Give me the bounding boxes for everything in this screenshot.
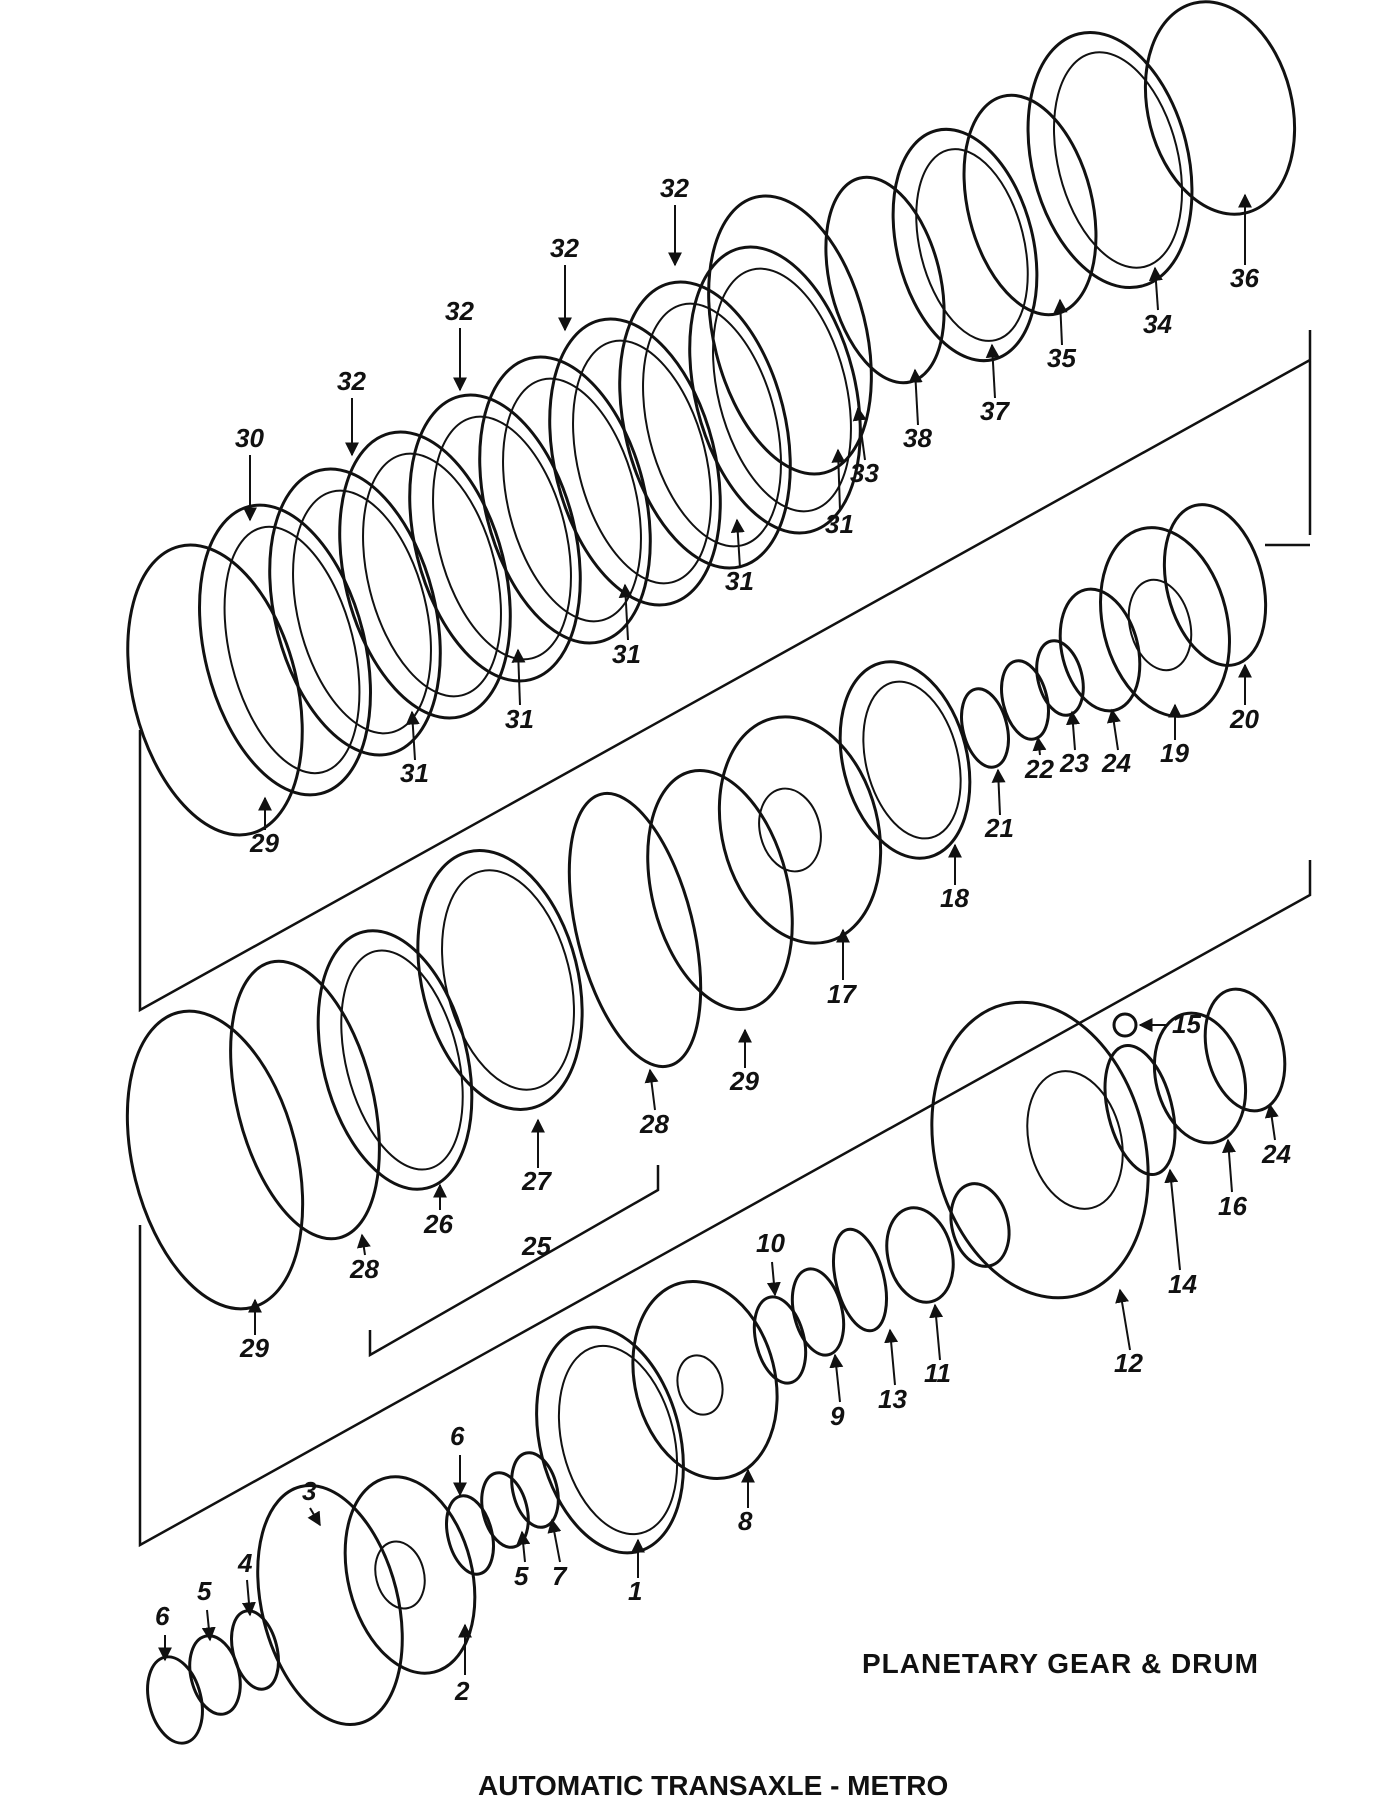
sun-gear-11	[885, 1182, 1011, 1304]
snap-ring-38	[824, 175, 946, 385]
bearing-5-upper	[480, 1471, 530, 1549]
drum-27	[416, 849, 584, 1111]
callout-16: 16	[1218, 1191, 1247, 1221]
snap-ring-29-lower	[125, 1009, 305, 1311]
group-bracket-upper	[138, 330, 1312, 1013]
callout-8: 8	[738, 1506, 753, 1536]
callout-2: 2	[454, 1676, 470, 1706]
callout-6-upper: 6	[450, 1421, 465, 1451]
callout-1: 1	[628, 1576, 642, 1606]
group-bracket-middle	[138, 860, 1312, 1548]
washer-16	[1152, 1011, 1248, 1145]
snap-ring-28-upper	[567, 791, 703, 1069]
callout-27: 27	[521, 1166, 552, 1196]
snap-ring-20	[1162, 503, 1268, 667]
snap-ring-28-lower	[229, 959, 381, 1241]
callout-32-a: 32	[337, 366, 366, 396]
callout-29-lower: 29	[239, 1333, 269, 1363]
bearing-9	[790, 1267, 846, 1357]
callout-24-upper: 24	[1101, 748, 1131, 778]
callout-26: 26	[423, 1209, 453, 1239]
callout-28-lower: 28	[349, 1254, 379, 1284]
washer-6-lower	[146, 1655, 204, 1745]
callout-7: 7	[552, 1561, 568, 1591]
snap-ring-29-middle	[646, 768, 794, 1012]
snap-ring-14	[1103, 1043, 1177, 1177]
one-way-clutch-26	[316, 929, 474, 1191]
callout-9: 9	[830, 1401, 845, 1431]
callout-5-lower: 5	[197, 1576, 212, 1606]
callout-32-c: 32	[550, 233, 579, 263]
hub-19	[1099, 526, 1231, 718]
washer-4	[230, 1609, 280, 1691]
bearing-24-lower	[1203, 987, 1287, 1113]
callout-37: 37	[980, 396, 1010, 426]
callout-29-middle: 29	[729, 1066, 759, 1096]
seal-35	[962, 93, 1098, 317]
callout-4: 4	[237, 1548, 253, 1578]
drum-34	[1026, 30, 1194, 290]
callout-28-upper: 28	[639, 1109, 669, 1139]
callout-19: 19	[1160, 738, 1189, 768]
callout-34: 34	[1143, 309, 1172, 339]
group-bracket-clutch	[368, 1165, 660, 1358]
carrier-8	[631, 1280, 779, 1480]
washer-21	[960, 687, 1010, 769]
callout-38: 38	[903, 423, 932, 453]
callout-22: 22	[1024, 754, 1054, 784]
callout-32-b: 32	[445, 296, 474, 326]
callout-29-upper: 29	[249, 828, 279, 858]
callout-21: 21	[984, 813, 1014, 843]
callout-36: 36	[1230, 263, 1259, 293]
snap-ring-29-upper	[126, 543, 304, 837]
washer-10	[752, 1295, 808, 1385]
callout-6-lower: 6	[155, 1601, 170, 1631]
snap-ring-3	[256, 1483, 404, 1727]
callout-32-d: 32	[660, 173, 689, 203]
callout-31-a: 31	[400, 758, 429, 788]
callout-11: 11	[924, 1358, 951, 1388]
snap-ring-13	[832, 1227, 888, 1333]
callout-30: 30	[235, 423, 264, 453]
callout-25: 25	[521, 1231, 551, 1261]
callout-12: 12	[1114, 1348, 1143, 1378]
sun-gear-2	[343, 1475, 477, 1675]
drum-12	[930, 1000, 1150, 1300]
plug-15	[1112, 1012, 1138, 1038]
callout-23: 23	[1059, 748, 1089, 778]
section-label: PLANETARY GEAR & DRUM	[862, 1648, 1259, 1679]
callout-31-e: 31	[825, 509, 854, 539]
pressure-plate-33	[707, 194, 873, 476]
callout-24-lower: 24	[1261, 1139, 1291, 1169]
seal-36	[1143, 0, 1297, 216]
callout-20: 20	[1229, 704, 1259, 734]
callout-35: 35	[1047, 343, 1076, 373]
callout-17: 17	[827, 979, 857, 1009]
washer-7	[510, 1451, 560, 1529]
callout-31-d: 31	[725, 566, 754, 596]
callout-31-c: 31	[612, 639, 641, 669]
bearing-22	[1000, 659, 1050, 741]
callout-31-b: 31	[505, 704, 534, 734]
callout-18: 18	[940, 883, 969, 913]
clutch-plate-30	[198, 503, 372, 797]
callouts: 1 2 3 4 5 5 6 6 7 8 9 10 11 12 13 14 15 …	[155, 173, 1291, 1706]
page-title: AUTOMATIC TRANSAXLE - METRO	[478, 1770, 949, 1801]
callout-13: 13	[878, 1384, 907, 1414]
ring-gear-1	[535, 1325, 685, 1555]
ring-gear-18	[838, 660, 972, 860]
callout-15: 15	[1172, 1009, 1201, 1039]
callout-14: 14	[1168, 1269, 1197, 1299]
callout-33: 33	[850, 458, 879, 488]
callout-5-upper: 5	[514, 1561, 529, 1591]
callout-10: 10	[756, 1228, 785, 1258]
callout-3: 3	[302, 1476, 317, 1506]
carrier-17	[717, 715, 883, 945]
